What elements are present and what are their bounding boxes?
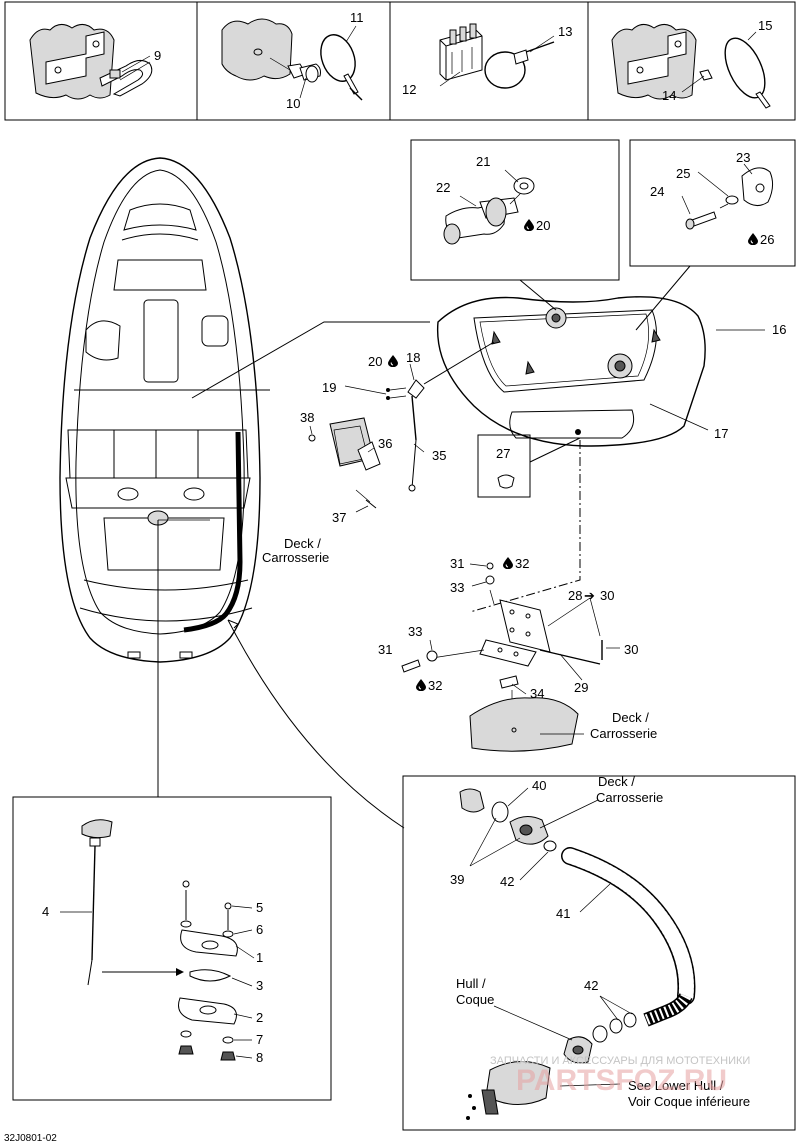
storage-lid-assembly [436, 296, 706, 447]
box-connector-and-tie [439, 23, 555, 89]
callout-20a: 20 [368, 354, 382, 369]
liquid-drop-icon [503, 557, 513, 569]
callout-41: 41 [556, 906, 570, 921]
callout-18: 18 [406, 350, 420, 365]
detail-box-latch [410, 139, 620, 311]
callout-36: 36 [378, 436, 392, 451]
gas-strut-and-bracket [386, 341, 495, 492]
callout-33b: 33 [408, 624, 422, 639]
liquid-drop-icon [748, 233, 758, 245]
see-lower-hull-en: See Lower Hull / [628, 1078, 724, 1093]
callout-42a: 42 [500, 874, 514, 889]
callout-39: 39 [450, 872, 464, 887]
watermark-brand: PARTSFOZ.RU [516, 1064, 727, 1097]
deck-label-right-fr: Carrosserie [596, 790, 663, 805]
callout-38: 38 [300, 410, 314, 425]
callout-1: 1 [256, 950, 263, 965]
callout-10: 10 [286, 96, 300, 111]
inset-box-vent-hose [402, 775, 796, 1131]
callout-12: 12 [402, 82, 416, 97]
callout-16: 16 [772, 322, 786, 337]
right-arrow-icon: ➔ [584, 588, 595, 603]
figure-code: 32J0801-02 [4, 1133, 57, 1144]
callout-30a: 30 [600, 588, 614, 603]
callout-28: 28 [568, 588, 582, 603]
callout-leaders [60, 25, 765, 1087]
callout-33a: 33 [450, 580, 464, 595]
callout-21: 21 [476, 154, 490, 169]
callout-24: 24 [650, 184, 664, 199]
leader-vehicle-to-lid [191, 321, 430, 399]
callout-32a: 32 [515, 556, 529, 571]
callout-7: 7 [256, 1032, 263, 1047]
callout-3: 3 [256, 978, 263, 993]
deck-section-lower-hinge [469, 697, 579, 752]
callout-32b: 32 [428, 678, 442, 693]
deck-label-left-en: Deck / [284, 536, 321, 551]
watermark: ЗАПЧАСТИ И АКСЕССУАРЫ ДЛЯ МОТОТЕХНИКИ PA… [490, 1055, 750, 1097]
callout-42b: 42 [584, 978, 598, 993]
callout-29: 29 [574, 680, 588, 695]
callout-27: 27 [496, 446, 510, 461]
callout-numbers: 9 10 11 12 13 14 15 16 17 18 19 20 21 22… [42, 10, 786, 1065]
deck-label-left-fr: Carrosserie [262, 550, 329, 565]
callout-5: 5 [256, 900, 263, 915]
inset-box-dipstick [12, 796, 332, 1101]
callout-31b: 31 [378, 642, 392, 657]
deck-label-middle-fr: Carrosserie [590, 726, 657, 741]
hinge-plate-assembly [308, 417, 381, 509]
callout-20b: 20 [536, 218, 550, 233]
liquid-drop-icon [416, 679, 426, 691]
callout-14: 14 [662, 88, 676, 103]
detail-box-hinge-bracket [629, 139, 796, 331]
deck-label-middle-en: Deck / [612, 710, 649, 725]
liquid-drop-icon [524, 219, 534, 231]
box-cable-tie-bracket-right [611, 24, 771, 109]
callout-23: 23 [736, 150, 750, 165]
callout-26: 26 [760, 232, 774, 247]
callout-9: 9 [154, 48, 161, 63]
callout-13: 13 [558, 24, 572, 39]
watermark-text: ЗАПЧАСТИ И АКСЕССУАРЫ ДЛЯ МОТОТЕХНИКИ [490, 1055, 750, 1067]
callout-15: 15 [758, 18, 772, 33]
callout-34: 34 [530, 686, 544, 701]
callout-31a: 31 [450, 556, 464, 571]
assembly-centerline [469, 440, 581, 613]
callout-6: 6 [256, 922, 263, 937]
callout-37: 37 [332, 510, 346, 525]
callout-25: 25 [676, 166, 690, 181]
top-detail-boxes [4, 1, 796, 121]
location-labels: Deck / Carrosserie Deck / Carrosserie De… [4, 536, 750, 1144]
hull-label-en: Hull / [456, 976, 486, 991]
callout-40: 40 [532, 778, 546, 793]
lower-hinge-assembly [401, 562, 603, 726]
detail-box-bumper-27 [477, 434, 581, 498]
watercraft-deck-top-view [59, 157, 270, 663]
callout-22: 22 [436, 180, 450, 195]
callout-19: 19 [322, 380, 336, 395]
leader-vehicle-to-vent-box [227, 619, 405, 829]
callout-4: 4 [42, 904, 49, 919]
callout-17: 17 [714, 426, 728, 441]
callout-2: 2 [256, 1010, 263, 1025]
callout-35: 35 [432, 448, 446, 463]
hull-label-fr: Coque [456, 992, 494, 1007]
callout-30b: 30 [624, 642, 638, 657]
box-push-rivet-and-tie [221, 18, 363, 101]
callout-11: 11 [350, 10, 364, 25]
callout-8: 8 [256, 1050, 263, 1065]
liquid-drop-icon [388, 355, 398, 367]
see-lower-hull-fr: Voir Coque inférieure [628, 1094, 750, 1109]
deck-label-right-en: Deck / [598, 774, 635, 789]
box-cable-tie-bracket-left [29, 24, 153, 100]
